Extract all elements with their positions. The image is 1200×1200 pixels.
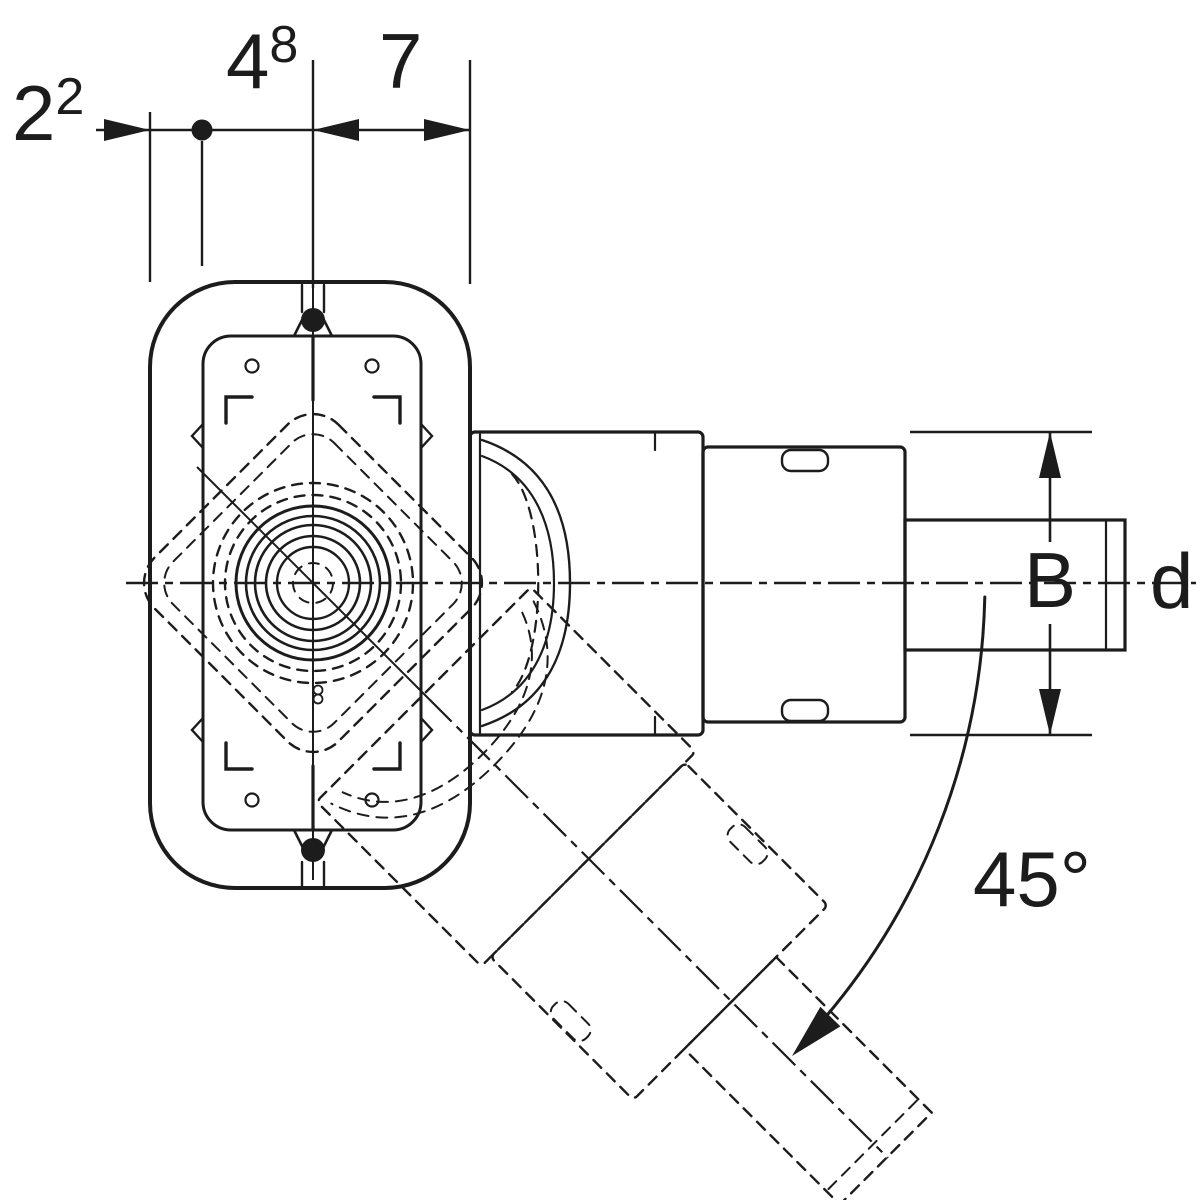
dimension-22-label: 22 (12, 68, 84, 157)
pipe-spigot (903, 518, 1127, 652)
snap-clip (549, 1000, 592, 1043)
screw-hole (244, 358, 260, 374)
outlet-flange-inner (163, 433, 463, 733)
angle-annotation: 45° (792, 595, 1091, 1056)
snap-clip (780, 698, 830, 723)
outlet-flange-outer (142, 412, 484, 754)
arrowhead (104, 119, 150, 141)
snap-clip (780, 448, 830, 473)
arrowhead (424, 119, 470, 141)
dimension-top: 22 48 7 (12, 16, 472, 288)
drain-circles (211, 481, 415, 685)
side-tabs (190, 422, 434, 744)
fastening-boss-bottom (292, 828, 334, 888)
arrowhead (313, 119, 359, 141)
pipe-sleeve (701, 445, 907, 724)
arrowhead (792, 1006, 841, 1056)
fastening-boss-top (292, 283, 334, 338)
arrowhead (1039, 689, 1061, 735)
snap-clip (726, 823, 769, 866)
dimension-d-label: d (1150, 537, 1193, 625)
dimension-d: d (1150, 537, 1193, 625)
dimension-7-label: 7 (379, 17, 422, 105)
body-front-view (148, 280, 472, 890)
corner-brackets (224, 395, 402, 771)
small-detail-mark (312, 684, 324, 705)
screw-hole (244, 792, 260, 808)
horizontal-outlet-pipe (468, 430, 1127, 737)
angled-outlet-45deg (142, 412, 934, 1200)
dimension-B-label: B (1024, 536, 1076, 624)
centerline-diagonal-45 (196, 466, 889, 1159)
angle-45-label: 45° (973, 835, 1091, 923)
arrowhead (1039, 432, 1061, 478)
dimension-dot (191, 119, 213, 141)
dimension-48-label: 48 (226, 16, 298, 105)
screw-hole (364, 358, 380, 374)
dimension-B: B (910, 430, 1092, 737)
